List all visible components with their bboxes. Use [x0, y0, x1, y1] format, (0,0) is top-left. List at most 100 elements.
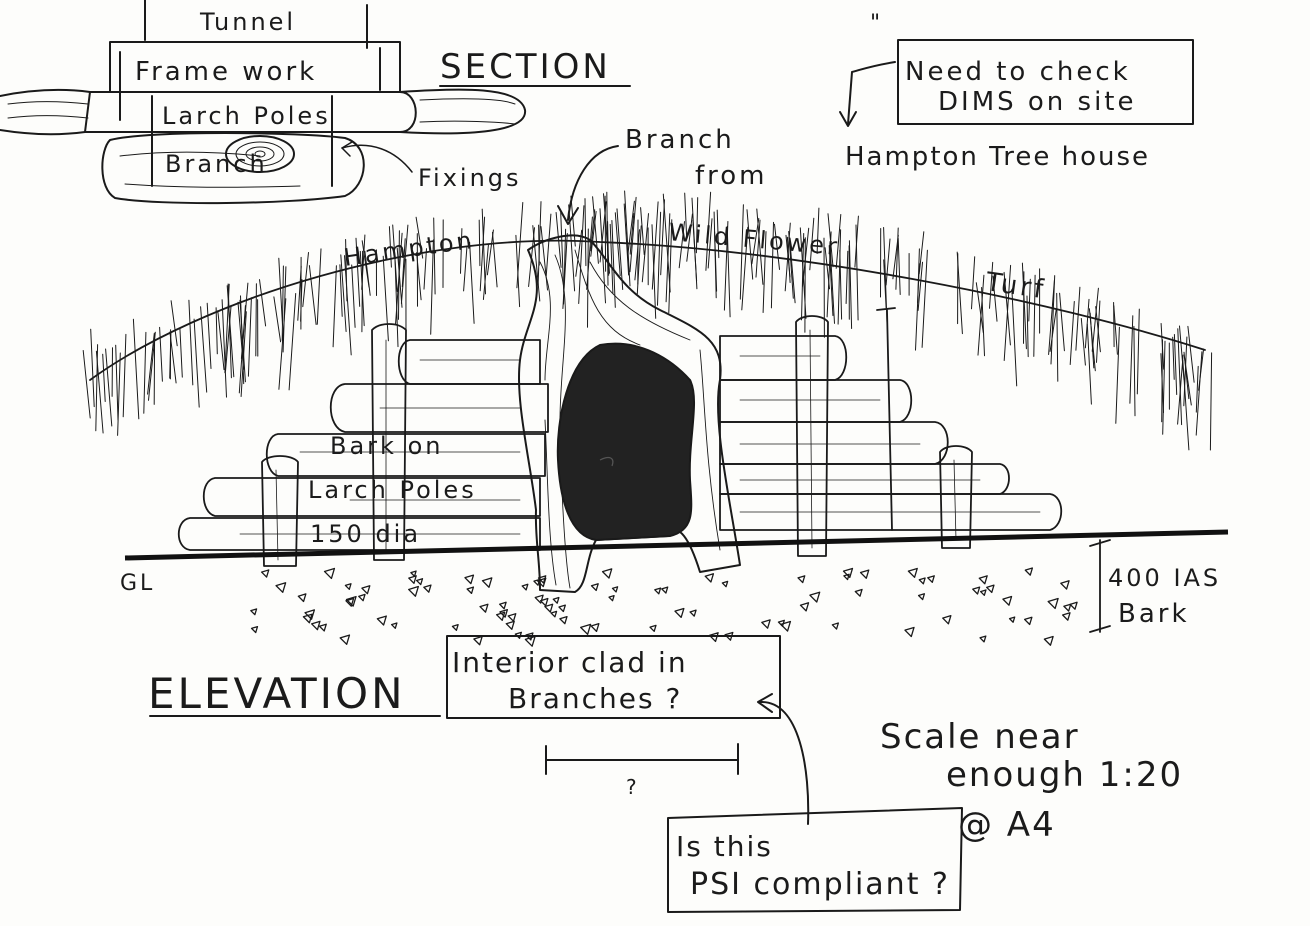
scale-note-line1: Scale near — [880, 717, 1080, 757]
bark-chip — [250, 608, 258, 616]
grass-blade — [278, 257, 283, 326]
bark-chip — [689, 609, 697, 617]
bark-chip — [498, 601, 507, 610]
grass-blade — [82, 350, 91, 419]
grass-blade — [989, 261, 994, 309]
grass-blade — [636, 225, 642, 295]
larch-poles-label: Larch Poles — [162, 102, 331, 130]
grass-blade — [684, 192, 688, 239]
grass-blade — [837, 229, 842, 325]
grass-blade — [785, 234, 791, 278]
elevation-title: ELEVATION — [148, 669, 406, 718]
grass-blade — [918, 231, 925, 275]
bark-chip — [972, 586, 981, 595]
grass-blade — [592, 196, 599, 264]
psi-note-line2: PSI compliant ? — [690, 867, 950, 902]
bark-chip — [590, 622, 600, 633]
grass-blade — [1049, 309, 1057, 352]
bark-chip — [323, 567, 336, 580]
bark-chip — [979, 589, 987, 596]
grass-blade — [584, 198, 587, 267]
bark-chip — [415, 578, 424, 586]
turf-depth-marks — [876, 307, 896, 531]
grass-blade — [1161, 339, 1163, 423]
bark-chip — [854, 588, 863, 597]
grass-blade — [660, 199, 665, 276]
interior-note-line1: Interior clad in — [452, 646, 688, 679]
grass-blade — [217, 310, 225, 371]
bark-chip — [423, 584, 432, 593]
log-pile — [177, 315, 1063, 567]
bark-chip — [580, 623, 592, 635]
grass-blade — [398, 230, 400, 320]
bark-chip — [777, 619, 785, 627]
grass-blade — [339, 264, 343, 317]
grass-blade — [623, 203, 630, 276]
bark-chip — [559, 615, 568, 625]
bark-chip — [297, 593, 307, 603]
grass-blade — [1088, 308, 1096, 372]
grass-blade — [897, 237, 901, 295]
grass-blade — [801, 233, 805, 321]
bark-chip — [361, 585, 371, 595]
ias-label-line1: 400 IAS — [1108, 564, 1221, 592]
bark-chip — [408, 575, 417, 584]
bark-chip — [539, 597, 549, 607]
turf-label: Turf — [983, 267, 1048, 305]
grass-blade — [739, 204, 744, 300]
grass-blade — [629, 196, 637, 273]
grass-blade — [1173, 334, 1178, 395]
bark-chip — [708, 632, 719, 643]
grass-blade — [770, 221, 774, 309]
bark-chip — [986, 584, 995, 594]
scale-note-line3: @ A4 — [958, 805, 1056, 845]
grass-blade — [132, 318, 140, 420]
grass-blade — [95, 350, 104, 434]
grass-blade — [117, 352, 121, 436]
grass-blade — [1059, 292, 1065, 352]
psi-note-line1: Is this — [676, 830, 773, 863]
grass-blade — [240, 295, 245, 385]
grass-blade — [641, 213, 649, 283]
grass-blade — [848, 240, 853, 329]
grass-blade — [281, 265, 284, 341]
grass-blade — [824, 247, 830, 290]
bark-chip — [1024, 567, 1034, 576]
bark-chip — [704, 573, 715, 583]
bark-chip — [507, 613, 517, 622]
bark-chip — [537, 575, 547, 584]
bark-chip — [590, 583, 599, 592]
grass-blade — [816, 207, 820, 254]
bark-chip — [978, 575, 988, 585]
bark-chip — [1002, 595, 1013, 606]
grass-blade — [575, 229, 583, 277]
bark-chip — [302, 613, 313, 624]
bark-chip — [1063, 603, 1072, 612]
bark-chip — [536, 577, 547, 588]
bark-chip — [979, 635, 987, 643]
grass-blade — [302, 252, 309, 308]
bark-chip — [410, 570, 417, 577]
bark-chip — [1047, 597, 1059, 610]
grass-blade — [705, 191, 712, 271]
grass-blade — [532, 225, 541, 302]
fixings-label: Fixings — [418, 164, 522, 192]
grass-blade — [1195, 351, 1203, 436]
grass-blade — [634, 229, 640, 281]
grass-blade — [1096, 300, 1101, 363]
grass-blade — [707, 218, 713, 269]
bark-chip — [533, 578, 541, 586]
grass-blade — [401, 238, 406, 288]
bark-chip — [809, 591, 821, 603]
grass-blade — [1195, 365, 1199, 413]
grass-blade — [788, 231, 794, 299]
bark-chip — [1043, 635, 1054, 646]
grass-blade — [827, 213, 834, 268]
grass-blade — [915, 263, 920, 351]
bark-chip — [505, 620, 515, 630]
grass-blade — [892, 234, 899, 280]
grass-blade — [1115, 326, 1120, 424]
grass-blade — [651, 224, 657, 319]
grass-blade — [170, 300, 178, 347]
framework-label: Frame work — [135, 57, 317, 87]
